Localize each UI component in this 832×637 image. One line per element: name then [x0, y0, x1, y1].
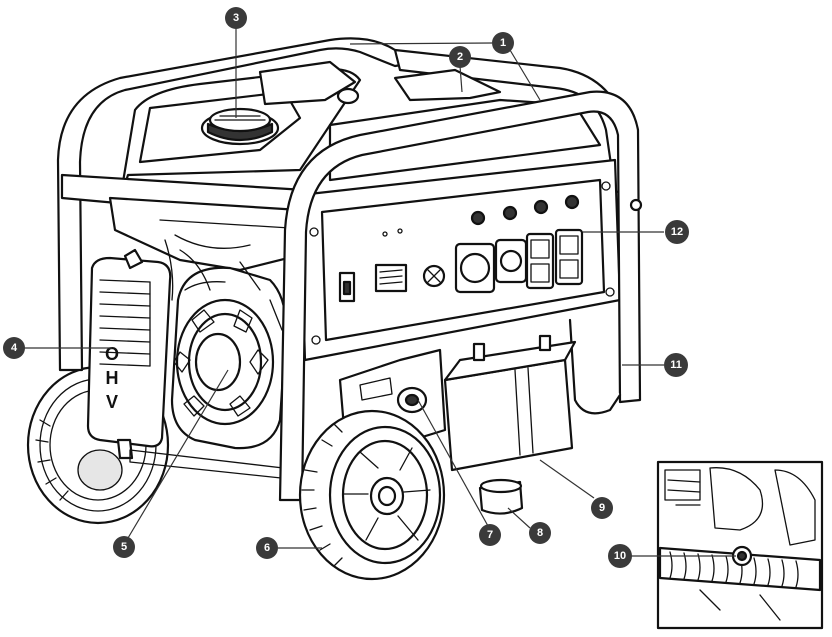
control-panel	[298, 158, 622, 362]
callout-3-label: 3	[233, 12, 239, 24]
callout-10: 10	[608, 544, 632, 568]
oil-drain	[478, 478, 524, 515]
leader-7	[417, 399, 489, 527]
callout-7: 7	[479, 524, 501, 546]
front-wheel	[298, 409, 446, 581]
callout-8: 8	[529, 522, 551, 544]
leader-2	[459, 65, 463, 93]
leader-1b	[509, 49, 541, 101]
battery	[443, 334, 577, 472]
inset-detail	[656, 460, 824, 630]
callout-2-label: 2	[457, 51, 463, 63]
callout-leaders	[24, 27, 736, 557]
leader-1a	[349, 42, 493, 45]
recoil-starter	[170, 266, 288, 450]
air-filter-cover: O H V	[86, 248, 172, 460]
ohv-logo: O H V	[105, 344, 119, 412]
callout-8-label: 8	[537, 527, 543, 539]
callout-7-label: 7	[487, 529, 493, 541]
callout-3: 3	[225, 7, 247, 29]
ohv-letter-v: V	[106, 392, 118, 412]
leader-8	[507, 507, 531, 529]
fuel-cap	[200, 107, 280, 146]
callout-10-label: 10	[614, 550, 626, 562]
callout-11: 11	[664, 353, 688, 377]
leader-5	[127, 369, 229, 539]
callout-12: 12	[665, 220, 689, 244]
front-frame	[278, 90, 643, 502]
ohv-letter-h: H	[106, 368, 119, 388]
callout-9-label: 9	[599, 502, 605, 514]
callout-11-label: 11	[670, 359, 682, 371]
leader-9	[539, 459, 595, 499]
ohv-letter-o: O	[105, 344, 119, 364]
callout-1-label: 1	[500, 37, 506, 49]
callout-5-label: 5	[121, 541, 127, 553]
callout-6: 6	[256, 537, 278, 559]
callout-2: 2	[449, 46, 471, 68]
callout-6-label: 6	[264, 542, 270, 554]
callout-4: 4	[3, 337, 25, 359]
callout-1: 1	[492, 32, 514, 54]
callout-9: 9	[591, 497, 613, 519]
callout-5: 5	[113, 536, 135, 558]
callout-12-label: 12	[671, 226, 683, 238]
callout-4-label: 4	[11, 342, 18, 354]
